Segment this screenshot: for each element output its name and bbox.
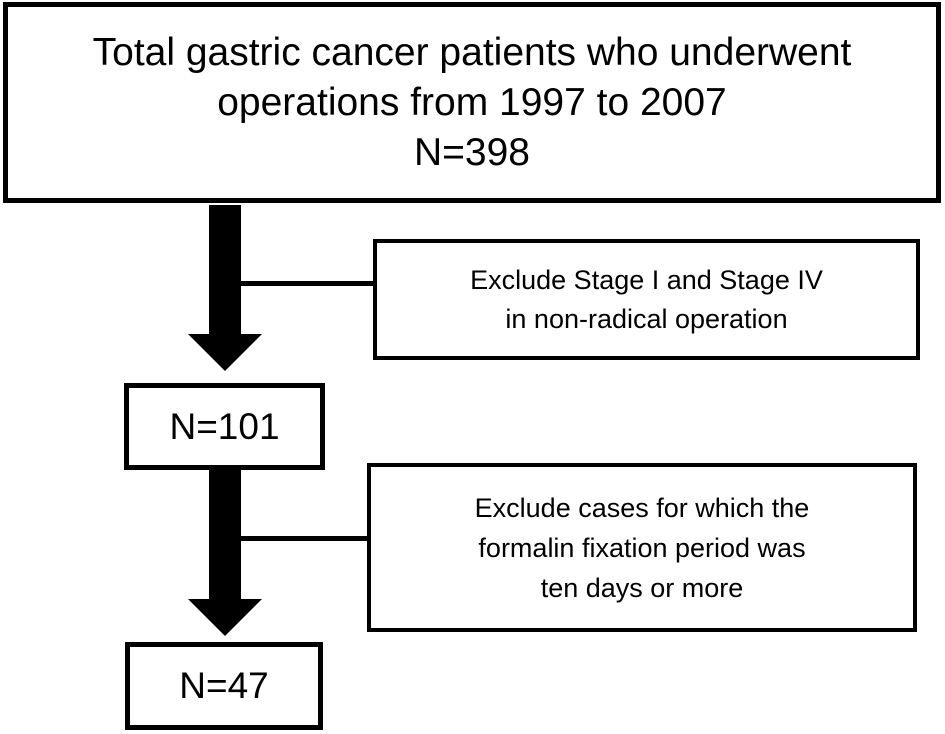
exclusion-box-formalin: Exclude cases for which the formalin fix… bbox=[367, 463, 917, 632]
total-patients-count: N=398 bbox=[413, 130, 530, 174]
total-patients-box: Total gastric cancer patients who underw… bbox=[3, 2, 941, 203]
n101-box: N=101 bbox=[124, 383, 325, 470]
exclusion-formalin-line-1: Exclude cases for which the bbox=[474, 492, 810, 523]
exclusion-stage-line-1: Exclude Stage I and Stage IV bbox=[470, 264, 823, 295]
exclusion-stage-line-2: in non-radical operation bbox=[505, 303, 788, 334]
exclusion-formalin-line-3: ten days or more bbox=[540, 572, 744, 603]
down-arrow-icon bbox=[188, 470, 262, 636]
exclusion-connector-line bbox=[240, 536, 370, 541]
total-patients-line-2: operations from 1997 to 2007 bbox=[217, 80, 727, 124]
exclusion-formalin-line-2: formalin fixation period was bbox=[478, 532, 806, 563]
n47-box: N=47 bbox=[125, 642, 323, 730]
exclusion-connector-line bbox=[239, 281, 373, 286]
exclusion-box-stage: Exclude Stage I and Stage IV in non-radi… bbox=[373, 239, 920, 360]
down-arrow-icon bbox=[188, 205, 262, 371]
n47-label: N=47 bbox=[179, 665, 269, 706]
n101-label: N=101 bbox=[169, 405, 280, 447]
total-patients-line-1: Total gastric cancer patients who underw… bbox=[92, 30, 852, 74]
